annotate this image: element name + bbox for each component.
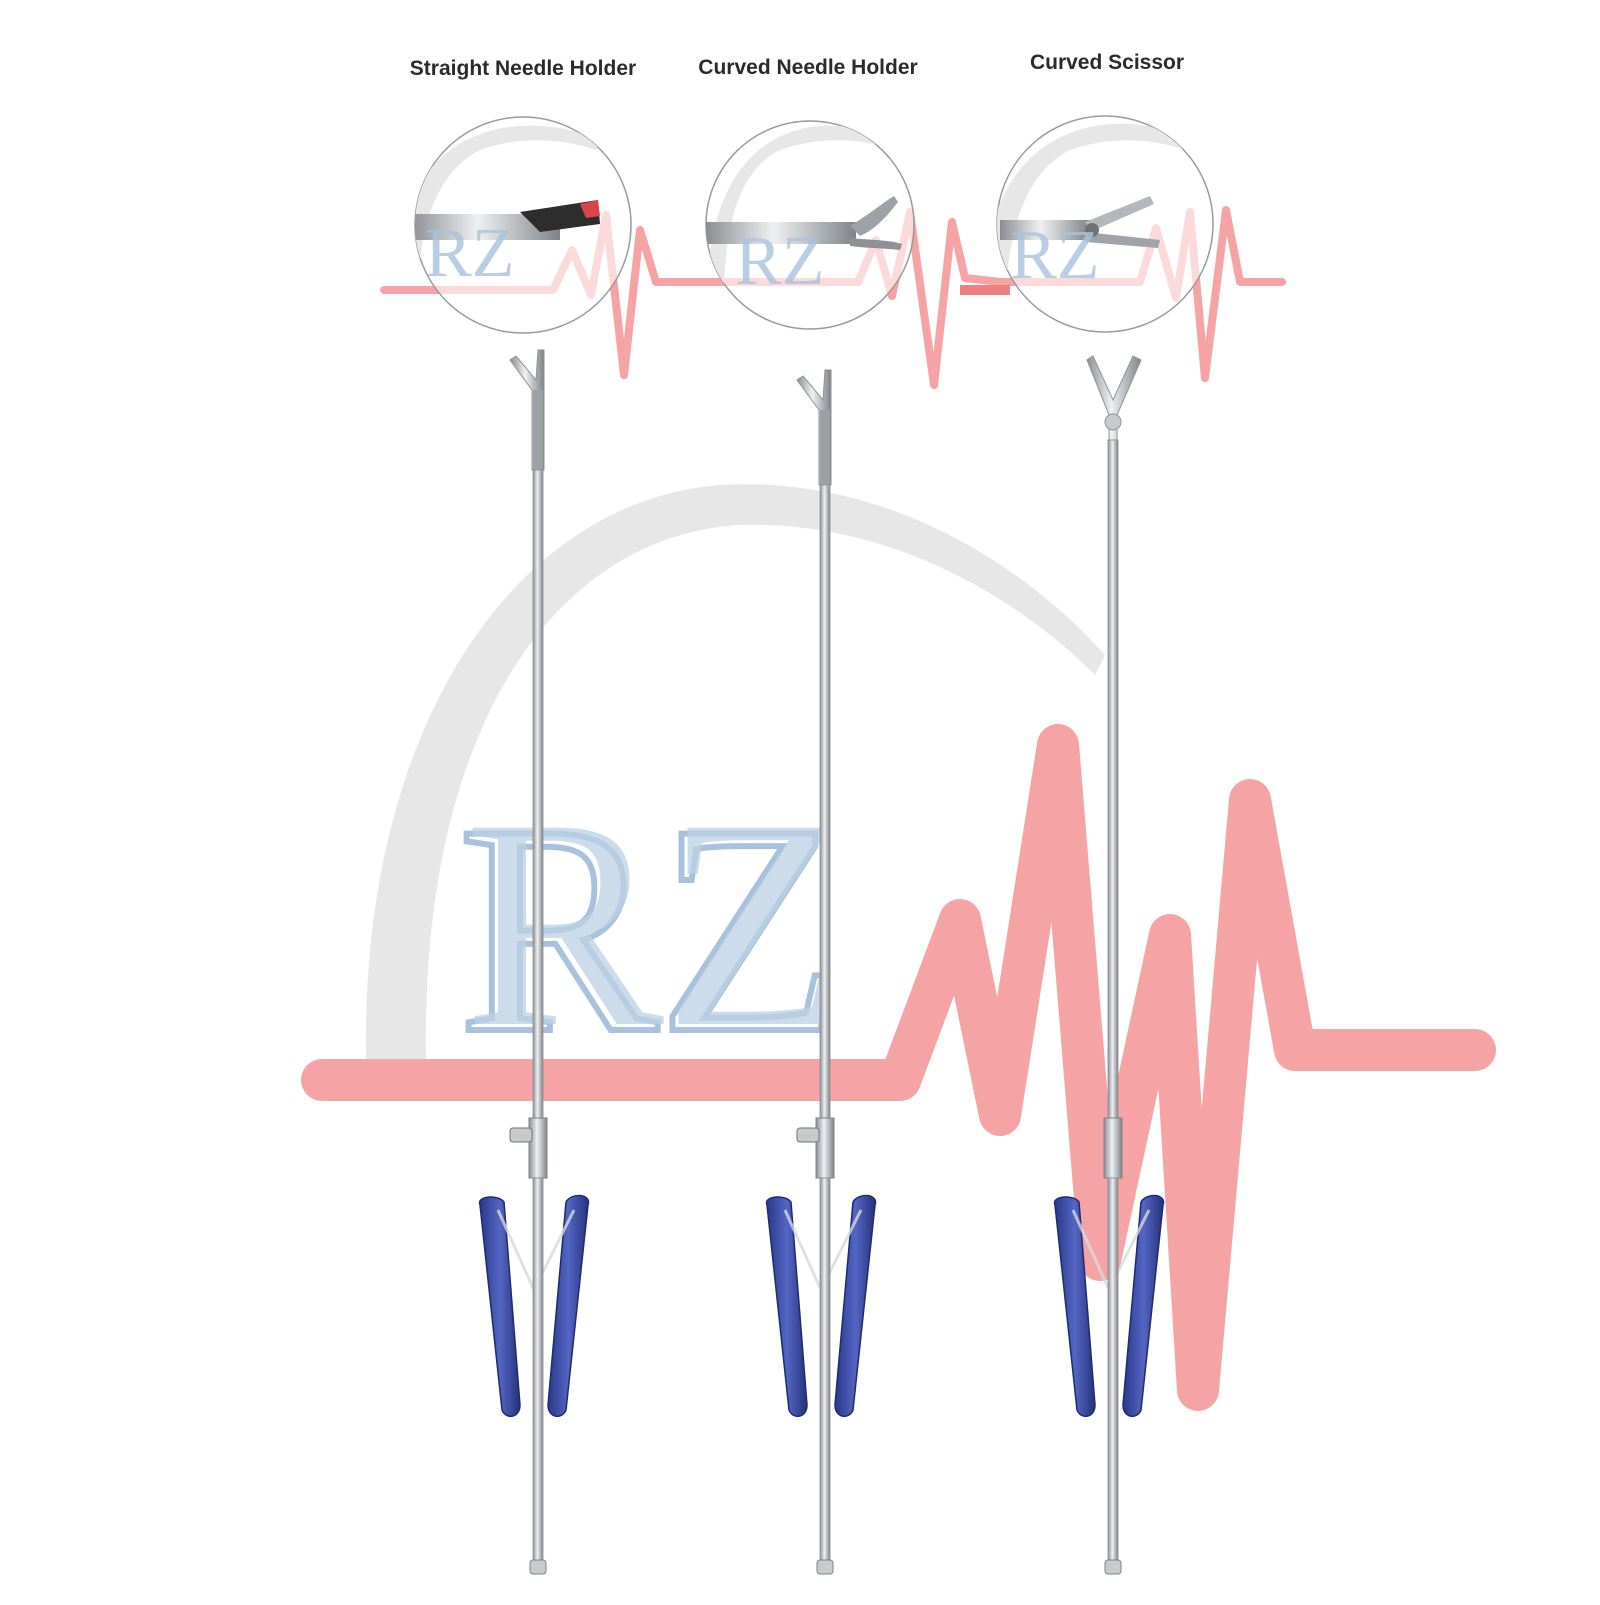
handle-left (478, 1196, 521, 1417)
flush-port (796, 1127, 820, 1143)
instrument-hub (815, 1117, 835, 1179)
instrument-2 (765, 369, 877, 1575)
rear-rod (1107, 1177, 1119, 1569)
handle-left (765, 1196, 808, 1417)
watermark-r-outline: RZ (458, 763, 841, 1095)
flush-port (509, 1127, 533, 1143)
instrument-title-1: Straight Needle Holder (409, 57, 637, 80)
jaw-serration (820, 410, 830, 485)
rod-end-cap (816, 1559, 834, 1575)
instrument-shaft (819, 484, 831, 1121)
svg-text:RZ: RZ (1010, 217, 1099, 294)
rear-rod (819, 1177, 831, 1569)
instrument-shaft (532, 469, 544, 1121)
jaw-serration (533, 390, 543, 470)
instrument-title-3: Curved Scissor (1029, 51, 1185, 74)
handle-right (1122, 1194, 1165, 1417)
instrument-1 (478, 349, 590, 1575)
thumbnail-curved-needle-holder: RZ (705, 120, 915, 330)
svg-text:RZ: RZ (735, 223, 824, 300)
watermark-r-fill: RZ (464, 757, 847, 1089)
instrument-3 (1053, 355, 1165, 1575)
watermark-pulse-line (301, 724, 1496, 1411)
instrument-group (478, 349, 1165, 1575)
instrument-shaft (1107, 439, 1119, 1121)
svg-text:RZ: RZ (425, 215, 514, 292)
scissor-pivot (1104, 413, 1122, 431)
handle-left (1053, 1196, 1096, 1417)
instrument-hub (1103, 1117, 1123, 1179)
thumbnail-straight-needle-holder: RZ (414, 116, 632, 334)
instrument-hub (528, 1117, 548, 1179)
handle-right (834, 1194, 877, 1417)
rod-end-cap (529, 1559, 547, 1575)
handle-right (547, 1194, 590, 1417)
watermark-rz-text: RZ RZ (455, 757, 847, 1098)
instrument-title-2: Curved Needle Holder (698, 56, 918, 79)
rod-end-cap (1104, 1559, 1122, 1575)
thumbnail-curved-scissor: RZ (996, 115, 1214, 333)
rear-rod (532, 1177, 544, 1569)
